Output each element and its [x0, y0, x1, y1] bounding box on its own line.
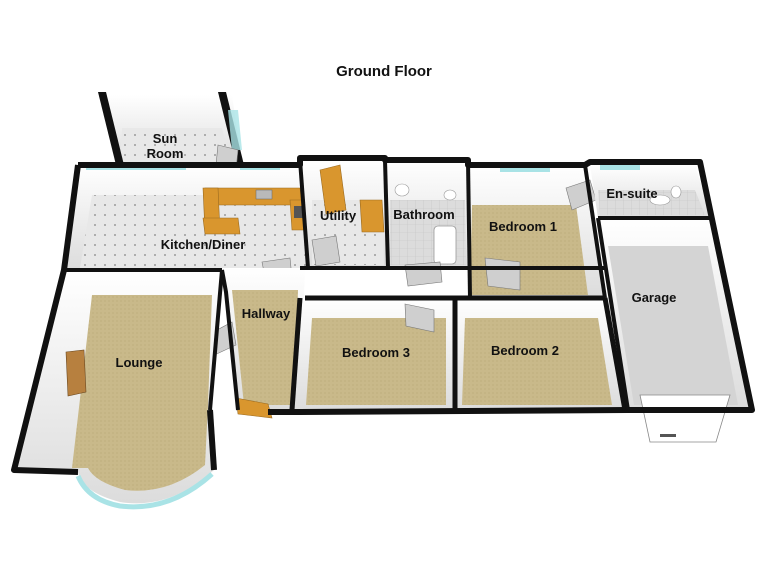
room-sun-room [98, 92, 244, 171]
plan-title: Ground Floor [336, 63, 432, 80]
room-bedroom-3 [292, 298, 455, 410]
room-en-suite [590, 165, 712, 218]
label-bedroom-3: Bedroom 3 [342, 345, 410, 360]
label-hallway: Hallway [242, 306, 291, 321]
label-garage: Garage [632, 290, 677, 305]
label-lounge: Lounge [116, 355, 163, 370]
room-lounge [14, 270, 222, 510]
room-bedroom-2 [455, 298, 625, 410]
room-utility [300, 160, 388, 268]
label-sun-room-line2: Room [147, 146, 184, 161]
label-bedroom-2: Bedroom 2 [491, 343, 559, 358]
label-kitchen-diner: Kitchen/Diner [161, 237, 246, 252]
room-garage [598, 218, 750, 443]
label-sun-room-line1: Sun [153, 131, 178, 146]
label-en-suite: En-suite [606, 186, 657, 201]
label-bathroom: Bathroom [393, 207, 454, 222]
room-kitchen-diner [66, 165, 312, 307]
walls [11, 155, 755, 475]
label-bedroom-1: Bedroom 1 [489, 219, 557, 234]
label-utility: Utility [320, 208, 357, 223]
room-hallway [201, 268, 305, 419]
